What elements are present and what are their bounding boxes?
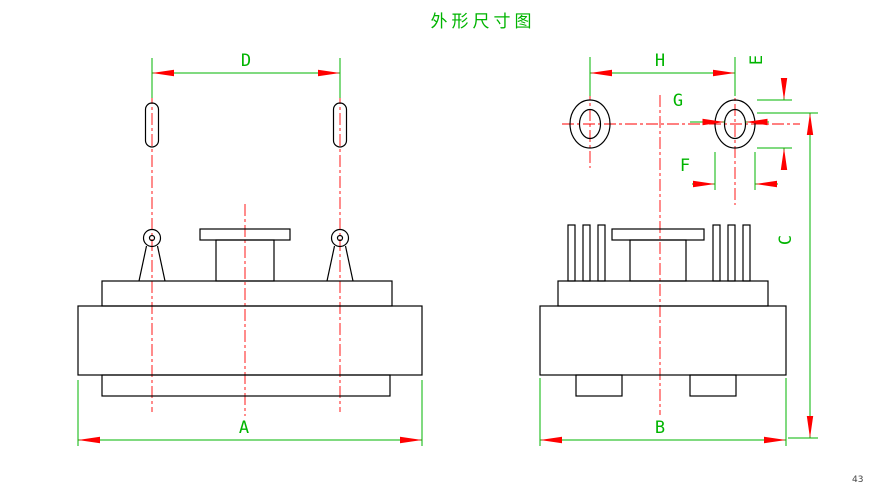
- dim-label-c: C: [776, 235, 796, 245]
- corner-mark: 43: [852, 475, 863, 485]
- terminal-stem: [629, 239, 687, 282]
- side-foot-left: [575, 374, 623, 397]
- dim-label-h: H: [655, 51, 665, 71]
- front-lug-right: [326, 228, 354, 282]
- dim-label-b: B: [655, 418, 665, 438]
- pin: [712, 224, 721, 282]
- dim-label-g: G: [673, 91, 683, 111]
- dim-label-a: A: [239, 418, 249, 438]
- grommet-outer: [569, 99, 611, 149]
- lug-ring: [142, 228, 162, 248]
- lug-sides: [138, 245, 166, 282]
- front-top-flange: [101, 280, 393, 307]
- lug-sides: [326, 245, 354, 282]
- front-centerlines: [151, 92, 341, 416]
- pin: [597, 224, 606, 282]
- dim-a-extensions: [77, 380, 423, 446]
- pin: [582, 224, 591, 282]
- dim-label-e: E: [747, 55, 767, 65]
- dim-b-extensions: [539, 378, 787, 446]
- front-lug-left: [138, 228, 166, 282]
- front-main-body: [77, 305, 423, 376]
- side-terminal-cap: [611, 228, 705, 282]
- side-main-body: [539, 305, 787, 376]
- side-top-flange: [557, 280, 769, 307]
- front-slot-right: [332, 102, 348, 148]
- terminal-bar: [611, 228, 705, 241]
- lug-hole: [148, 234, 156, 242]
- grommet-inner: [578, 108, 602, 140]
- lug-ring: [330, 228, 350, 248]
- terminal-pins: [567, 224, 751, 282]
- dim-label-d: D: [241, 51, 251, 71]
- lug-hole: [336, 234, 344, 242]
- front-view: [77, 92, 423, 416]
- dim-d-extensions: [151, 58, 341, 98]
- front-base-plate: [101, 374, 391, 397]
- pin: [742, 224, 751, 282]
- side-grommet-left: [569, 99, 611, 149]
- front-slot-left: [144, 102, 160, 148]
- front-dimensions: D A: [77, 51, 423, 446]
- side-centerlines: [562, 62, 800, 415]
- drawing-title: 外形尺寸图: [431, 12, 536, 32]
- dim-h-extensions: [589, 57, 736, 96]
- side-dimensions: H E G F C B: [539, 51, 818, 446]
- dim-label-f: F: [680, 156, 690, 176]
- dim-c-extensions: [757, 112, 818, 439]
- side-view: [539, 62, 800, 415]
- pin: [727, 224, 736, 282]
- pin: [567, 224, 576, 282]
- side-foot-right: [689, 374, 737, 397]
